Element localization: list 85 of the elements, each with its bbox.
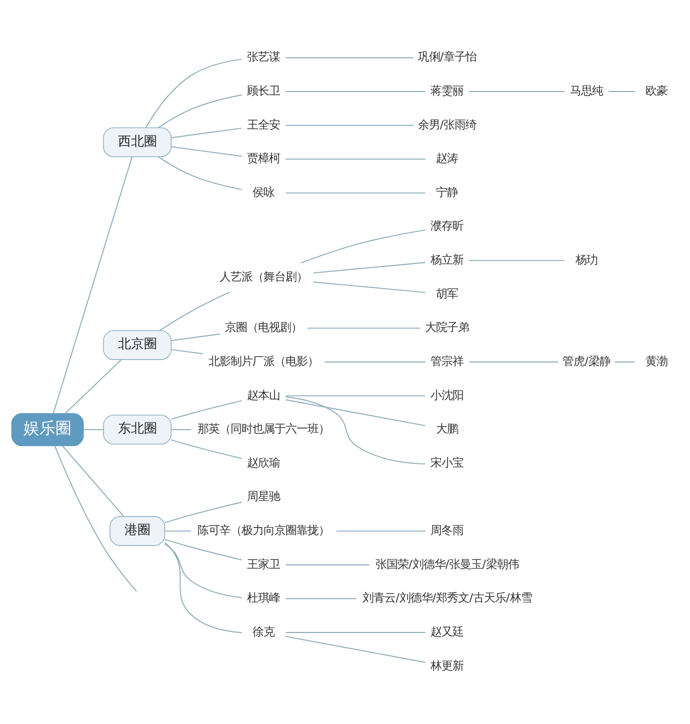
connector — [285, 399, 426, 426]
node-text: 徐克 — [252, 625, 275, 638]
connector — [145, 58, 242, 128]
node-text: 马思纯 — [570, 84, 603, 98]
connector — [312, 282, 426, 293]
node-text: 张国荣/刘德华/张曼玉/梁朝伟 — [376, 558, 519, 571]
node-text: 周星驰 — [247, 490, 280, 504]
node-text: 赵欣瑜 — [247, 456, 280, 470]
connector — [64, 359, 122, 414]
node-text: 黄渤 — [646, 354, 668, 368]
node-text: 濮存昕 — [430, 220, 464, 233]
node-text: 余男/张雨绮 — [418, 118, 477, 132]
connector — [608, 91, 636, 92]
connector — [468, 260, 566, 262]
node-text: 赵又廷 — [430, 625, 464, 638]
node-box: 西北圈 — [103, 127, 172, 158]
node-text: 欧豪 — [646, 84, 668, 98]
connector — [300, 229, 426, 264]
connector — [285, 598, 357, 600]
connector — [312, 262, 426, 274]
connector — [468, 91, 566, 92]
node-box: 娱乐圈 — [11, 413, 84, 446]
connector — [164, 543, 242, 598]
node-box: 北京圈 — [103, 330, 172, 360]
connector — [285, 192, 426, 194]
node-text: 林更新 — [430, 659, 464, 672]
connector — [285, 564, 370, 566]
node-text: 巩俐/章子怡 — [418, 50, 477, 64]
connector — [52, 156, 132, 414]
connector — [164, 530, 192, 532]
node-text: 小沈阳 — [430, 388, 464, 402]
node-text: 宁静 — [436, 186, 458, 199]
node-box: 港圈 — [110, 516, 166, 546]
node-text: 大院子弟 — [425, 321, 470, 334]
connector — [159, 292, 230, 331]
node-text: 蒋雯丽 — [430, 84, 464, 98]
node-text: 周冬雨 — [430, 524, 464, 538]
connector — [170, 128, 242, 138]
node-text: 王全安 — [247, 118, 280, 132]
node-text: 管虎/梁静 — [562, 354, 610, 368]
connector — [285, 395, 426, 396]
connector — [158, 94, 242, 128]
connector — [54, 445, 137, 592]
node-box: 东北圈 — [103, 414, 172, 445]
node-text: 赵本山 — [247, 388, 280, 402]
node-text: 刘青云/刘德华/郑秀文/古天乐/林雪 — [362, 592, 532, 605]
node-text: 管宗祥 — [430, 354, 464, 368]
node-text: 京圈（电视剧） — [225, 321, 302, 334]
connector — [306, 328, 421, 329]
node-text: 陈可辛（极力向京圈靠拢） — [198, 524, 330, 538]
connector — [285, 632, 426, 633]
node-text: 胡军 — [436, 287, 458, 300]
connector — [170, 146, 242, 157]
node-text: 杨立新 — [430, 254, 464, 267]
connector — [158, 156, 242, 190]
connector — [164, 542, 242, 634]
node-text: 张艺谋 — [247, 50, 280, 64]
node-text: 贾樟柯 — [247, 152, 280, 166]
node-text: 那英（同时也属于六一班） — [198, 422, 330, 436]
connector — [164, 538, 242, 560]
connector — [285, 124, 414, 126]
connector — [170, 333, 221, 342]
node-text: 大鹏 — [436, 422, 458, 436]
connector — [285, 636, 426, 663]
connector — [164, 502, 242, 524]
connector — [170, 429, 192, 430]
connector — [285, 158, 426, 160]
node-text: 杜琪峰 — [247, 592, 280, 605]
connector — [285, 57, 414, 58]
connector — [170, 400, 242, 420]
node-text: 宋小宝 — [430, 456, 464, 470]
connector — [285, 396, 426, 464]
node-text: 人艺派（舞台剧） — [220, 270, 308, 284]
connector — [82, 429, 104, 430]
connector — [170, 349, 204, 354]
connector — [336, 530, 426, 532]
connector — [170, 439, 242, 460]
node-text: 北影制片厂派（电影） — [208, 354, 319, 368]
connector — [285, 91, 426, 92]
node-text: 杨玏 — [576, 254, 598, 267]
node-text: 王家卫 — [247, 558, 280, 571]
node-text: 侯咏 — [252, 186, 275, 199]
node-text: 顾长卫 — [247, 84, 280, 98]
node-text: 赵涛 — [436, 152, 458, 166]
connector — [62, 445, 124, 517]
